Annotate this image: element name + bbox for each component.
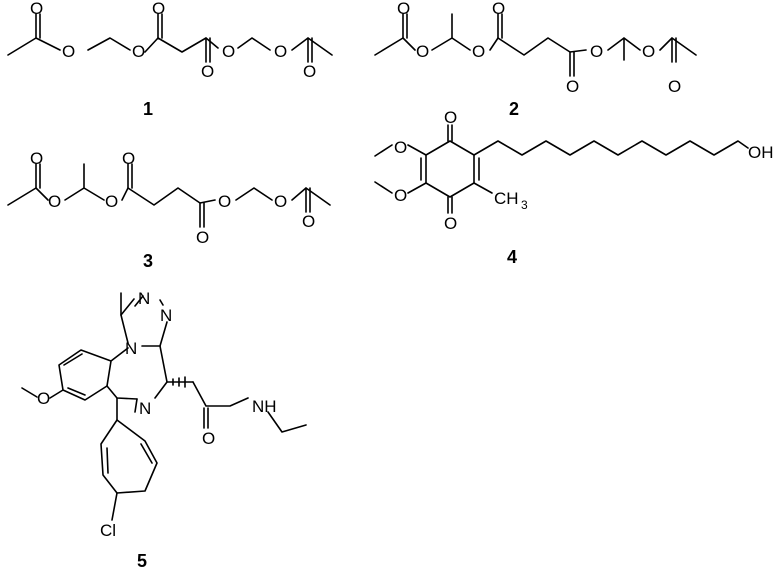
amide-nh-label: NH bbox=[252, 397, 277, 416]
atom-o: O bbox=[30, 149, 43, 168]
atom-o: O bbox=[397, 0, 410, 18]
atom-o: O bbox=[37, 389, 50, 408]
atom-o: O bbox=[202, 429, 215, 448]
atom-o: O bbox=[416, 42, 429, 61]
atom-o: O bbox=[590, 42, 603, 61]
atom-o: O bbox=[444, 108, 457, 127]
atom-o: O bbox=[274, 42, 287, 61]
atom-o: O bbox=[492, 0, 505, 18]
atom-o: O bbox=[303, 62, 316, 81]
atom-o: O bbox=[394, 138, 407, 157]
atom-o: O bbox=[642, 42, 655, 61]
methyl-label: CH bbox=[494, 189, 519, 208]
compound-2-structure: O O O O O O O O 2 bbox=[374, 0, 697, 119]
compound-3-structure: O O O O O O O O 3 bbox=[7, 149, 331, 271]
atom-o: O bbox=[201, 62, 214, 81]
atom-o: O bbox=[566, 77, 579, 96]
atom-o: O bbox=[152, 0, 165, 18]
chloro-label: Cl bbox=[100, 521, 116, 540]
atom-n: N bbox=[125, 339, 137, 358]
atom-n: N bbox=[139, 399, 151, 418]
compound-number: 3 bbox=[143, 251, 153, 271]
atom-o: O bbox=[62, 42, 75, 61]
compound-number: 2 bbox=[509, 99, 519, 119]
atom-n: N bbox=[138, 289, 150, 308]
atom-o: O bbox=[105, 192, 118, 211]
compound-1-structure: O O O O O O O O 1 bbox=[7, 0, 333, 119]
compound-5-structure: N N N N O O NH Cl 5 bbox=[21, 289, 307, 571]
hydroxyl-label: OH bbox=[748, 143, 774, 162]
atom-o: O bbox=[48, 192, 61, 211]
atom-o: O bbox=[222, 42, 235, 61]
compound-4-structure: O O O O CH 3 OH 4 bbox=[374, 108, 774, 267]
atom-o: O bbox=[302, 212, 315, 231]
compound-number: 1 bbox=[143, 99, 153, 119]
atom-o: O bbox=[122, 149, 135, 168]
atom-o: O bbox=[394, 186, 407, 205]
atom-o: O bbox=[196, 228, 209, 247]
methyl-subscript: 3 bbox=[521, 198, 528, 212]
compound-number: 5 bbox=[137, 551, 147, 571]
atom-o: O bbox=[668, 77, 681, 96]
compound-number: 4 bbox=[507, 247, 517, 267]
atom-o: O bbox=[218, 192, 231, 211]
atom-o: O bbox=[132, 42, 145, 61]
atom-o: O bbox=[472, 42, 485, 61]
atom-o: O bbox=[444, 214, 457, 233]
atom-o: O bbox=[274, 192, 287, 211]
atom-o: O bbox=[30, 0, 43, 18]
atom-n: N bbox=[160, 306, 172, 325]
